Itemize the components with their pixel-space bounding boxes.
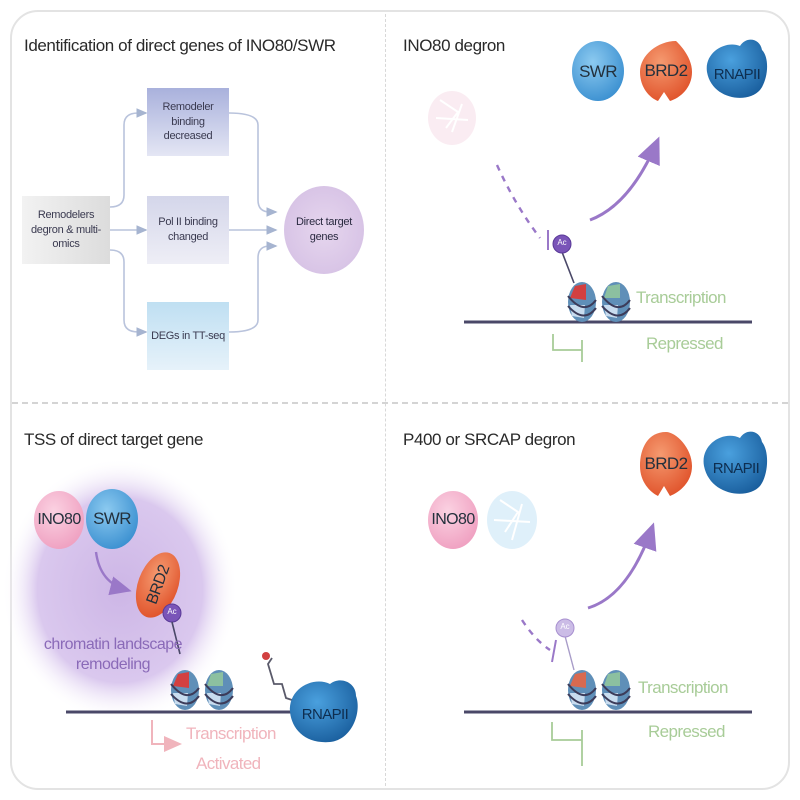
- release-arrow-br: [587, 522, 657, 610]
- chromatin-label-line2: remodeling: [75, 656, 151, 673]
- inhibition-dashed-tr: [495, 164, 541, 239]
- box-pol2-bg: [147, 196, 229, 264]
- panel-title-bottom-right: P400 or SRCAP degron: [403, 430, 576, 449]
- inhibition-dashed-br: [520, 619, 551, 651]
- rnapii-label-tr: RNAPII: [713, 65, 761, 83]
- activated-tss-arrow: [151, 720, 182, 752]
- outcome-repressed-tr: Repressed: [646, 334, 723, 353]
- outcome-transcription-br: Transcription: [638, 678, 728, 697]
- degraded-swr-ghost: [487, 491, 537, 549]
- remodeling-arrow-bl: [94, 551, 132, 596]
- panel-title-bottom-left: TSS of direct target gene: [24, 430, 203, 449]
- outcome-activated-bl: Activated: [196, 754, 261, 773]
- outcome-repressed-br: Repressed: [648, 722, 725, 741]
- repressed-tss-mark-br: [551, 722, 583, 766]
- nucleosome-2-bl: [204, 670, 234, 710]
- target-ellipse: [284, 186, 364, 274]
- degraded-ino80-ghost: [428, 91, 476, 145]
- release-arrow-tr: [589, 136, 660, 222]
- horizontal-divider: [12, 402, 788, 404]
- ac-mark-br: [555, 618, 575, 638]
- vertical-divider: [385, 14, 386, 786]
- ino80-label-bl: INO80: [37, 511, 81, 528]
- nascent-rna: [267, 657, 293, 701]
- source-box-bg: [22, 196, 110, 264]
- ino80-protein-br: [428, 491, 478, 549]
- rnapii-label-br: RNAPII: [712, 459, 760, 477]
- swr-protein-tr: [572, 41, 624, 101]
- swr-label-tr: SWR: [579, 62, 617, 81]
- chromatin-label-line1: chromatin landscape: [43, 636, 183, 653]
- brd2-protein-tr: [640, 41, 692, 101]
- source-box: Remodelers degron & multi-omics: [30, 208, 102, 251]
- ino80-protein-bl: [34, 491, 84, 549]
- swr-protein-bl: [86, 489, 138, 549]
- rnapii-protein-br: [703, 431, 768, 494]
- box-remodeler-bg: [147, 88, 229, 156]
- nucleosome-1-tr: [567, 282, 597, 322]
- box-degs-bg: [147, 302, 229, 370]
- nucleosome-2-tr: [601, 282, 631, 322]
- outcome-transcription-tr: Transcription: [636, 288, 726, 307]
- rnapii-label-bl: RNAPII: [301, 705, 349, 723]
- swr-label-bl: SWR: [93, 509, 131, 528]
- box-degs: DEGs in TT-seq: [151, 329, 225, 342]
- panel-title-top-right: INO80 degron: [403, 36, 505, 55]
- ac-label-bl: Ac: [167, 607, 177, 616]
- box-remodeler-binding: Remodeler binding decreased: [162, 100, 214, 143]
- direct-target-genes: Direct target genes: [295, 216, 352, 243]
- box-pol2-binding: Pol II binding changed: [158, 216, 218, 243]
- brd2-label-br: BRD2: [644, 454, 689, 473]
- nucleosome-2-br: [601, 670, 631, 710]
- rnapii-protein-bl: [289, 680, 358, 743]
- brd2-protein-bl: [135, 552, 181, 618]
- rnapii-protein-tr: [706, 39, 768, 98]
- ac-label-br: Ac: [560, 622, 570, 631]
- nucleosome-1-br: [567, 670, 597, 710]
- ac-label-tr: Ac: [557, 238, 567, 247]
- brd2-protein-br: [640, 432, 692, 496]
- brd2-label-tr: BRD2: [644, 61, 689, 80]
- ino80-label-br: INO80: [431, 511, 475, 528]
- ac-mark-tr: [552, 234, 572, 254]
- nucleosome-1-bl: [170, 670, 200, 710]
- panel-title-top-left: Identification of direct genes of INO80/…: [24, 36, 336, 55]
- repressed-tss-mark-tr: [552, 334, 583, 362]
- outcome-transcription-bl: Transcription: [186, 724, 276, 743]
- flowchart-connectors: [109, 108, 278, 337]
